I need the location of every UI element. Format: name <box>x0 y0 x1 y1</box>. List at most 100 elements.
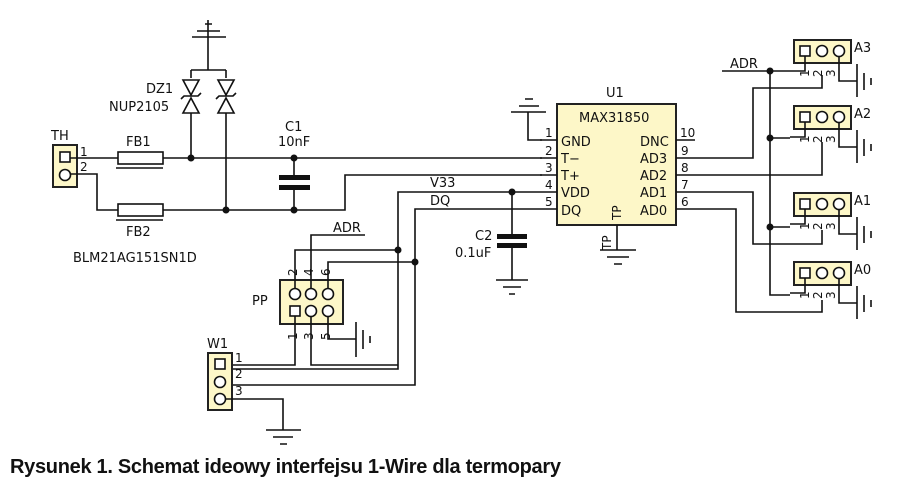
wire-ad2 <box>695 142 823 176</box>
svg-text:4: 4 <box>545 178 553 192</box>
fb1-label: FB1 <box>126 135 151 150</box>
ground-icon <box>838 279 872 319</box>
dq-label: DQ <box>430 194 450 209</box>
svg-text:1: 1 <box>235 351 243 365</box>
ic-u1: U1 MAX31850 1 2 3 4 5 GND T− T+ VDD DQ <box>540 86 695 265</box>
pp-header: PP 2 4 6 1 3 5 <box>252 268 344 340</box>
tp-net-label: TP <box>600 235 614 251</box>
ground-icon <box>838 123 872 163</box>
dz1-value: NUP2105 <box>109 100 169 115</box>
svg-text:6: 6 <box>681 195 689 209</box>
adr-label-right: ADR <box>730 57 758 72</box>
wire <box>310 317 398 366</box>
jumper-label: A3 <box>854 41 871 56</box>
svg-text:GND: GND <box>561 135 591 150</box>
svg-text:VDD: VDD <box>561 186 590 201</box>
svg-text:10: 10 <box>680 126 695 140</box>
capacitor-c2: C2 0.1uF <box>455 188 528 295</box>
pp-label: PP <box>252 294 268 309</box>
c1-value: 10nF <box>278 135 310 150</box>
svg-text:1: 1 <box>545 126 553 140</box>
jumper-pin-number: 2 <box>811 135 825 143</box>
wire-adr <box>310 234 365 288</box>
svg-text:AD0: AD0 <box>640 204 667 219</box>
svg-text:4: 4 <box>302 268 316 276</box>
adr-bus <box>769 71 790 296</box>
jumper-pin-number: 3 <box>824 69 838 77</box>
th-label: TH <box>50 129 69 144</box>
jumper-label: A0 <box>854 263 871 278</box>
svg-text:2: 2 <box>286 268 300 276</box>
th-connector: TH 1 2 <box>50 129 88 188</box>
svg-text:3: 3 <box>302 332 316 340</box>
svg-text:2: 2 <box>545 144 553 158</box>
ground-icon <box>511 98 546 141</box>
ferrite-part-number: BLM21AG151SN1D <box>73 251 197 266</box>
wire <box>71 173 118 211</box>
jumper-pin-number: 3 <box>824 222 838 230</box>
jumper-pin-number: 1 <box>798 69 812 77</box>
u1-left-pins: 1 2 3 4 5 GND T− T+ VDD DQ <box>540 126 591 219</box>
u1-right-pins: 10 9 8 7 6 DNC AD3 AD2 AD1 AD0 <box>640 126 695 219</box>
svg-text:AD3: AD3 <box>640 152 667 167</box>
wire <box>230 316 296 366</box>
svg-text:6: 6 <box>319 268 333 276</box>
jumper-pin-number: 2 <box>811 69 825 77</box>
tvs-diode-dz1: DZ1 NUP2105 <box>109 20 237 210</box>
c2-value: 0.1uF <box>455 246 491 261</box>
wire-v33 <box>230 191 540 370</box>
ground-icon <box>192 20 226 38</box>
jumper-pin-number: 2 <box>811 291 825 299</box>
wire <box>294 249 398 288</box>
svg-text:8: 8 <box>681 161 689 175</box>
jumper-pin-number: 3 <box>824 291 838 299</box>
th-pin-2: 2 <box>80 160 88 174</box>
wire-ad3 <box>695 75 823 159</box>
th-pin-1: 1 <box>80 145 88 159</box>
c1-ref: C1 <box>285 120 302 135</box>
ground-icon <box>838 210 872 250</box>
svg-text:DQ: DQ <box>561 204 581 219</box>
svg-text:9: 9 <box>681 144 689 158</box>
svg-text:5: 5 <box>319 332 333 340</box>
wire-ad1 <box>695 191 823 245</box>
c2-ref: C2 <box>475 229 492 244</box>
ground-icon <box>327 317 371 357</box>
figure-caption: Rysunek 1. Schemat ideowy interfejsu 1-W… <box>10 456 561 478</box>
v33-label: V33 <box>430 176 455 191</box>
jumper-pin-number: 1 <box>798 291 812 299</box>
wire-ad0 <box>695 208 823 313</box>
svg-text:DNC: DNC <box>640 135 669 150</box>
svg-text:T+: T+ <box>560 169 580 184</box>
ground-icon <box>226 398 301 445</box>
svg-text:1: 1 <box>286 332 300 340</box>
ground-icon <box>600 225 636 265</box>
u1-part: MAX31850 <box>579 111 649 126</box>
wire <box>327 261 415 288</box>
svg-text:3: 3 <box>545 161 553 175</box>
ground-icon <box>838 57 872 97</box>
jumper-pin-number: 3 <box>824 135 838 143</box>
ferrite-fb1: FB1 <box>116 135 164 169</box>
svg-text:3: 3 <box>235 384 243 398</box>
ferrite-fb2: FB2 <box>116 203 164 240</box>
adr-label-pp: ADR <box>333 221 361 236</box>
jumper-label: A1 <box>854 194 871 209</box>
svg-text:5: 5 <box>545 195 553 209</box>
svg-text:2: 2 <box>235 367 243 381</box>
svg-text:AD2: AD2 <box>640 169 667 184</box>
fb2-label: FB2 <box>126 225 151 240</box>
wire-t-plus <box>163 174 542 211</box>
capacitor-c1: C1 10nF <box>278 120 310 214</box>
jumper-pin-number: 2 <box>811 222 825 230</box>
u1-ref: U1 <box>606 86 624 101</box>
wire-dq <box>230 208 540 386</box>
jumper-label: A2 <box>854 107 871 122</box>
w1-connector: W1 1 2 3 <box>207 337 243 411</box>
svg-text:7: 7 <box>681 178 689 192</box>
